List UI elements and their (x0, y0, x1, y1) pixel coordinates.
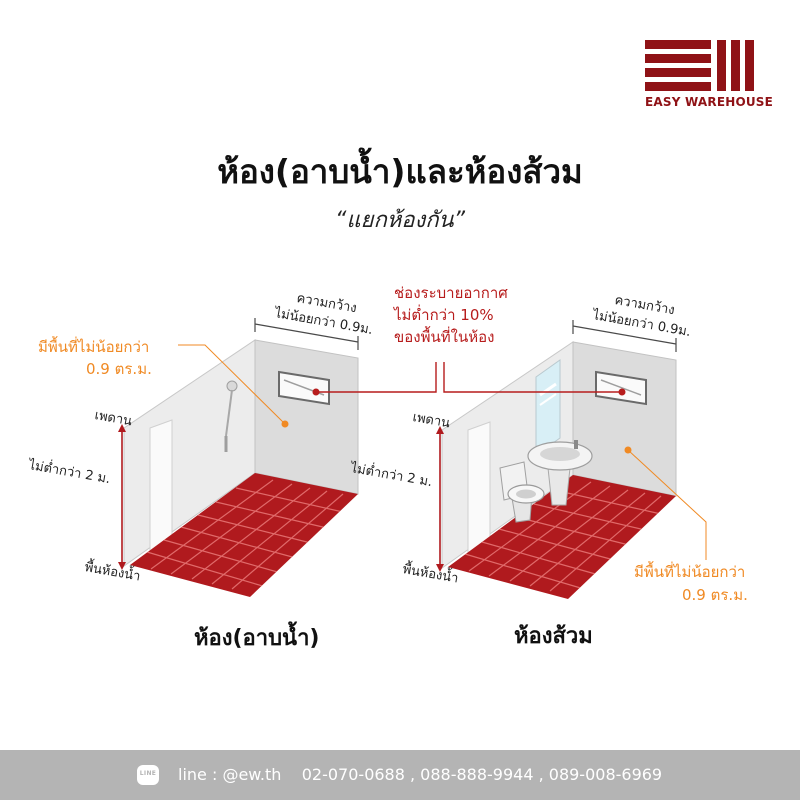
right-area-note-line-1: มีพื้นที่ไม่น้อยกว่า (634, 563, 746, 581)
left-room-label: ห้อง(อาบน้ำ) (194, 626, 320, 651)
footer-bar: LINE line : @ew.th 02-070-0688 , 088-888… (0, 750, 800, 800)
bathroom-diagram (118, 318, 707, 599)
right-room-floor-tiles (464, 481, 662, 592)
right-room-back-wall (572, 341, 677, 497)
vent-callout-lines (312, 362, 626, 396)
vent-note-line-1: ช่องระบายอากาศ (394, 284, 508, 302)
right-room-label: ห้องส้วม (514, 624, 593, 649)
right-room-area-callout (624, 446, 707, 560)
shower-icon (224, 380, 238, 452)
left-room-width-dimension (254, 318, 359, 350)
right-room-doorway (467, 421, 491, 555)
left-room-doorway (149, 419, 173, 553)
line-app-icon-text: LINE (139, 770, 157, 777)
left-room-height-dimension (118, 424, 126, 570)
line-app-icon: LINE (137, 765, 159, 785)
right-room-width-dimension (572, 320, 677, 352)
logo-name: EASY WAREHOUSE (645, 95, 774, 109)
vent-note-line-3: ของพื้นที่ในห้อง (394, 328, 495, 346)
page-subtitle: “แยกห้องกัน” (334, 208, 465, 233)
left-room-floor (130, 473, 358, 597)
right-room-height-dimension (436, 426, 444, 572)
easy-warehouse-logo-icon (645, 40, 754, 91)
left-room-area-callout (178, 344, 289, 428)
left-area-note-line-1: มีพื้นที่ไม่น้อยกว่า (38, 338, 150, 356)
washbasin-icon (527, 440, 593, 506)
right-area-note-line-2: 0.9 ตร.ม. (682, 586, 748, 604)
toilet-icon (499, 461, 545, 523)
right-room-vent-window-icon (595, 370, 647, 406)
right-room-illustration (436, 320, 707, 599)
vent-note-line-2: ไม่ต่ำกว่า 10% (394, 306, 494, 324)
left-room-floor-tiles (146, 479, 344, 590)
right-room-floor (448, 475, 676, 599)
left-area-note-line-2: 0.9 ตร.ม. (86, 360, 152, 378)
page-title: ห้อง(อาบน้ำ)และห้องส้วม (217, 152, 583, 191)
left-room-illustration (118, 318, 359, 597)
left-room-back-wall (254, 339, 359, 495)
right-room-side-window-icon (535, 359, 561, 456)
footer-contact: line : @ew.th 02-070-0688 , 088-888-9944… (178, 765, 663, 784)
